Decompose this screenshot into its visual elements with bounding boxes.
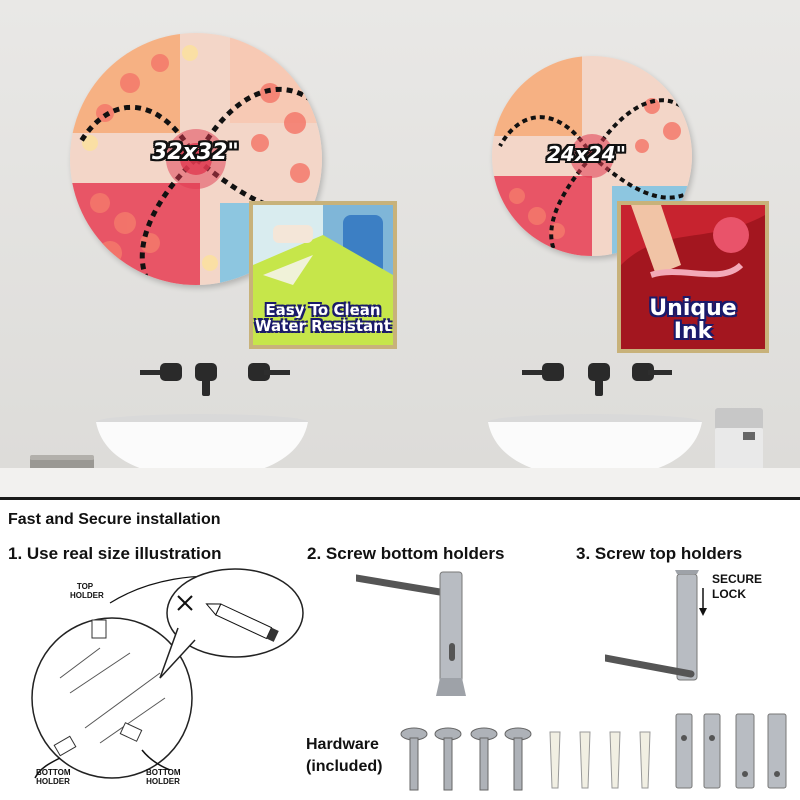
- left-size-label: 32x32": [152, 140, 239, 165]
- bathroom-scene: 32x32" Easy To Clean Water Resistant: [0, 0, 800, 500]
- unique-ink-inset: Unique Ink: [617, 201, 769, 353]
- bottom-holder-right-label: BOTTOM HOLDER: [146, 768, 181, 786]
- screws-illustration: [400, 727, 532, 791]
- left-circle-artwork: [70, 33, 322, 285]
- top-holder-illustration: [605, 570, 707, 681]
- countertop-edge: [0, 497, 800, 500]
- hardware-included-label: (included): [306, 758, 383, 776]
- unique-ink-caption-line2: Ink: [673, 319, 713, 345]
- bottom-holder-illustration: [356, 571, 466, 696]
- easy-clean-caption-line2: Water Resistant: [255, 316, 391, 335]
- top-holder-label: TOP HOLDER: [70, 582, 104, 600]
- lock-label: LOCK: [712, 587, 746, 601]
- jar: [715, 408, 763, 476]
- right-sink: [488, 414, 702, 478]
- easy-clean-caption-line1: Easy To Clean: [265, 301, 381, 319]
- countertop: [0, 468, 800, 500]
- bottom-holder-left-label: BOTTOM HOLDER: [36, 768, 71, 786]
- installation-title: Fast and Secure installation: [8, 511, 221, 528]
- right-faucet: [522, 363, 672, 396]
- easy-clean-inset: Easy To Clean Water Resistant: [249, 201, 397, 349]
- left-faucet: [140, 363, 290, 396]
- right-size-label: 24x24": [547, 142, 626, 166]
- right-circle-artwork: [492, 56, 692, 256]
- step2-label: 2. Screw bottom holders: [307, 544, 505, 563]
- hardware-label: Hardware: [306, 736, 379, 753]
- left-sink: [96, 414, 308, 478]
- anchors-illustration: [549, 731, 651, 789]
- template-circle-illustration: [31, 568, 304, 779]
- step1-label: 1. Use real size illustration: [8, 544, 222, 563]
- step3-label: 3. Screw top holders: [576, 544, 743, 563]
- unique-ink-caption-line1: Unique: [649, 296, 737, 321]
- secure-label: SECURE: [712, 572, 763, 586]
- holders-illustration: [675, 713, 787, 789]
